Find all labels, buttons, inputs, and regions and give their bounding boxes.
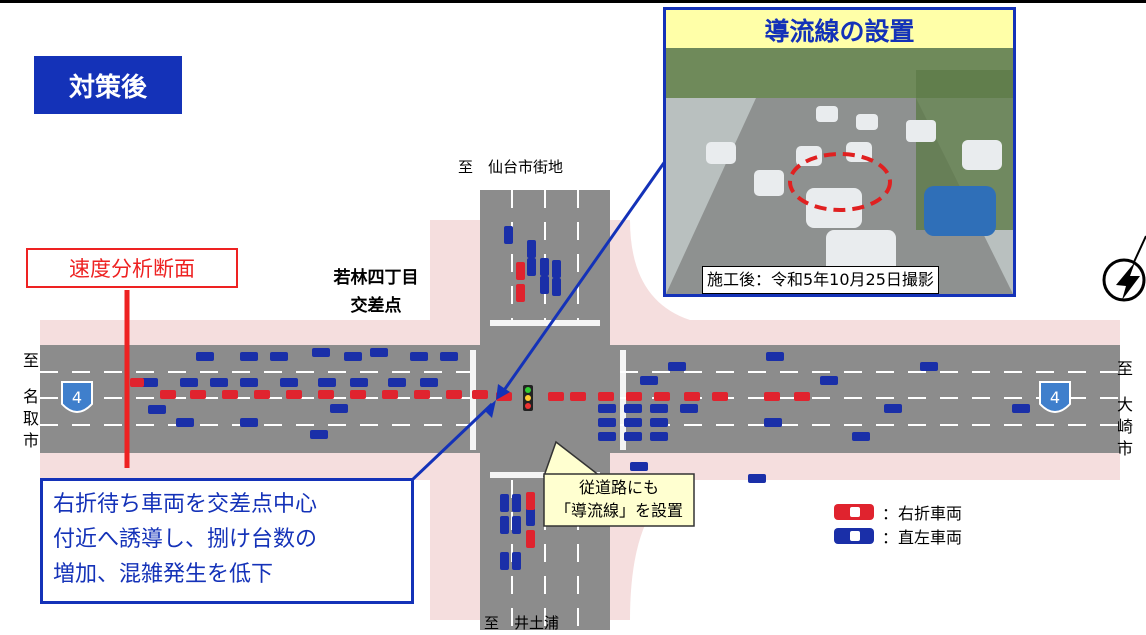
direction-east-label: 至 大 崎 市 (1114, 358, 1136, 460)
direction-east-char: 市 (1116, 439, 1133, 458)
top-rule (0, 0, 1146, 3)
legend-label: ：直左車両 (882, 528, 963, 547)
direction-east-char: 大 (1116, 395, 1133, 414)
intersection-name-line1: 若林四丁目 (333, 268, 419, 288)
direction-east-char: 至 (1116, 359, 1133, 378)
measure-note: 右折待ち車両を交差点中心 付近へ誘導し、捌け台数の 増加、混雑発生を低下 (40, 478, 414, 604)
measure-note-line2: 付近へ誘導し、捌け台数の (53, 527, 318, 552)
callout-box (543, 473, 695, 527)
speed-section-label: 速度分析断面 (26, 248, 238, 288)
vehicle-layer (130, 226, 1030, 570)
road-photo (666, 10, 1013, 294)
compass-icon (1102, 235, 1146, 302)
callout-line1: 従道路にも (578, 478, 659, 497)
direction-south-label: 至 井土浦 (484, 614, 560, 632)
direction-west-char: 至 (22, 351, 39, 370)
legend-item-straight: ：直左車両 (834, 524, 962, 548)
intersection-name-line2: 交差点 (350, 296, 402, 316)
photo-panel: 導流線の設置 施工後：令和5年10月25日撮影 (663, 7, 1016, 297)
photo-caption: 施工後：令和5年10月25日撮影 (702, 266, 939, 294)
direction-west-char: 名 (22, 387, 39, 406)
direction-west-label: 至 名 取 市 (20, 350, 42, 452)
measure-note-line1: 右折待ち車両を交差点中心 (53, 492, 318, 517)
legend: ：右折車両 ：直左車両 (834, 500, 962, 548)
callout-line2: 「導流線」を設置 (554, 501, 683, 520)
direction-west-char: 市 (22, 431, 39, 450)
direction-north-label: 至 仙台市街地 (458, 158, 564, 176)
route-shield-icon-east: 4 (1039, 381, 1071, 413)
blue-car-icon (834, 528, 874, 544)
route-shield-icon-west: 4 (61, 381, 93, 413)
lane-markings (40, 190, 1120, 630)
callout-text: 従道路にも 「導流線」を設置 (544, 476, 694, 522)
traffic-signal-icon (523, 385, 533, 411)
svg-text:4: 4 (1050, 388, 1060, 407)
after-measures-badge: 対策後 (34, 56, 182, 114)
intersection-name: 若林四丁目 交差点 (322, 264, 430, 320)
direction-west-char: 取 (22, 409, 39, 428)
svg-text:4: 4 (72, 388, 82, 407)
measure-note-line3: 増加、混雑発生を低下 (53, 562, 274, 587)
red-car-icon (834, 504, 874, 520)
photo-title: 導流線の設置 (666, 10, 1013, 48)
direction-east-char: 崎 (1116, 417, 1133, 436)
legend-label: ：右折車両 (882, 504, 963, 523)
legend-item-right-turn: ：右折車両 (834, 500, 962, 524)
